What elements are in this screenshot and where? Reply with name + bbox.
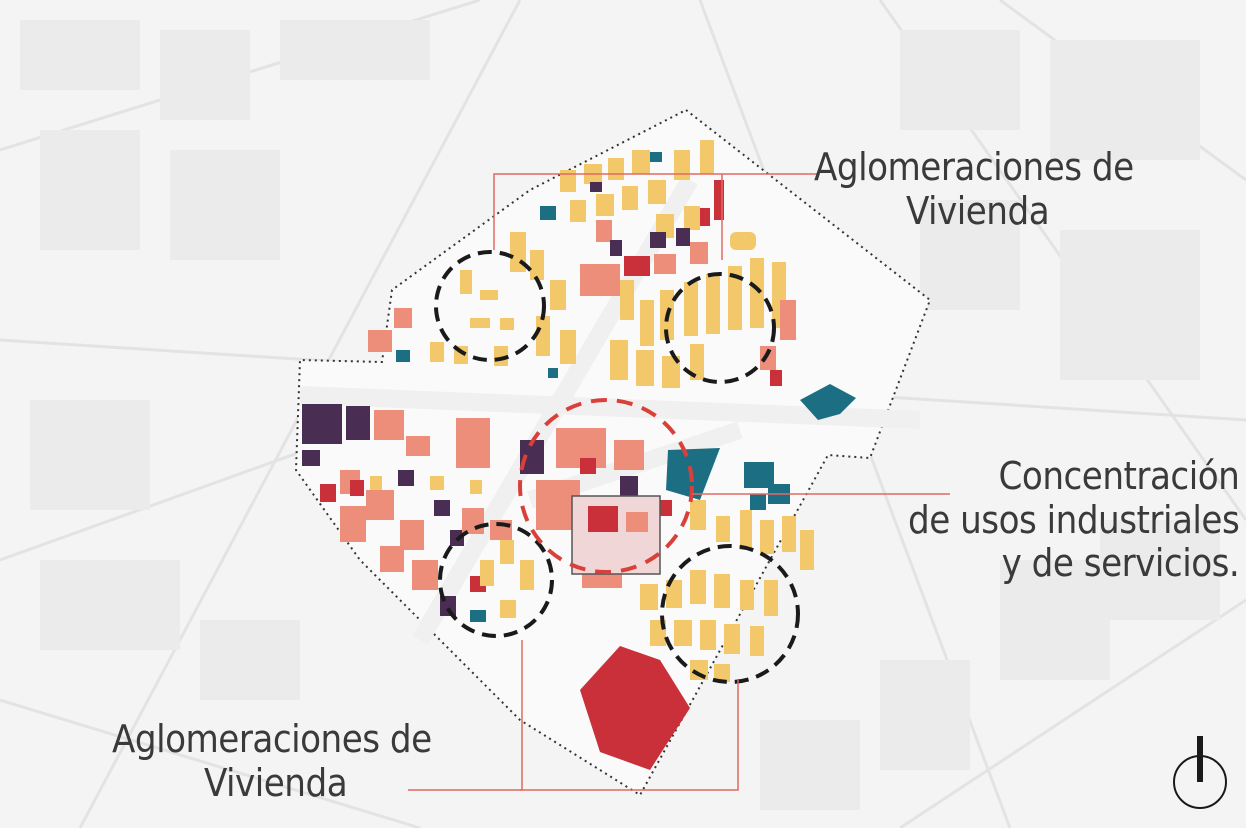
annotation-housing-top: Aglomeraciones de Vivienda: [814, 145, 1134, 233]
housing-circle-north-west: [434, 250, 546, 362]
commercial-blocks-north-east: [624, 180, 782, 386]
leader-lines: [408, 173, 950, 791]
services-blocks-west: [340, 410, 644, 590]
annotation-industrial-line3: y de servicios.: [1001, 541, 1240, 586]
annotation-housing-top-line1: Aglomeraciones de: [814, 145, 1134, 189]
background-blocks: [20, 20, 1220, 810]
housing-blocks-south: [370, 476, 814, 682]
housing-cluster-circles: [434, 250, 800, 684]
annotation-housing-bottom-line2: Vivienda: [204, 760, 348, 805]
housing-circle-south-east: [660, 544, 800, 684]
industrial-cluster-circle: [518, 398, 694, 574]
services-blocks-north-east: [368, 220, 796, 370]
study-area-boundary: [294, 108, 932, 797]
institutional-blocks-north-east: [396, 152, 856, 420]
annotation-industrial: Concentración de usos industriales y de …: [908, 454, 1240, 586]
north-arrow-icon: [1173, 736, 1227, 809]
industrial-blocks-north-east: [590, 182, 690, 256]
housing-circle-north-east: [664, 272, 776, 384]
industrial-blocks-west: [302, 404, 638, 616]
central-facility: [571, 495, 661, 575]
housing-circle-south-west: [438, 522, 554, 638]
annotation-housing-bottom: Aglomeraciones de Vivienda: [112, 717, 432, 805]
annotation-housing-bottom-line1: Aglomeraciones de: [112, 717, 432, 761]
annotation-industrial-line2: de usos industriales: [908, 497, 1240, 542]
large-commercial-parcel: [580, 646, 690, 770]
annotation-industrial-line1: Concentración: [998, 454, 1240, 498]
annotation-housing-top-line2: Vivienda: [906, 188, 1050, 233]
